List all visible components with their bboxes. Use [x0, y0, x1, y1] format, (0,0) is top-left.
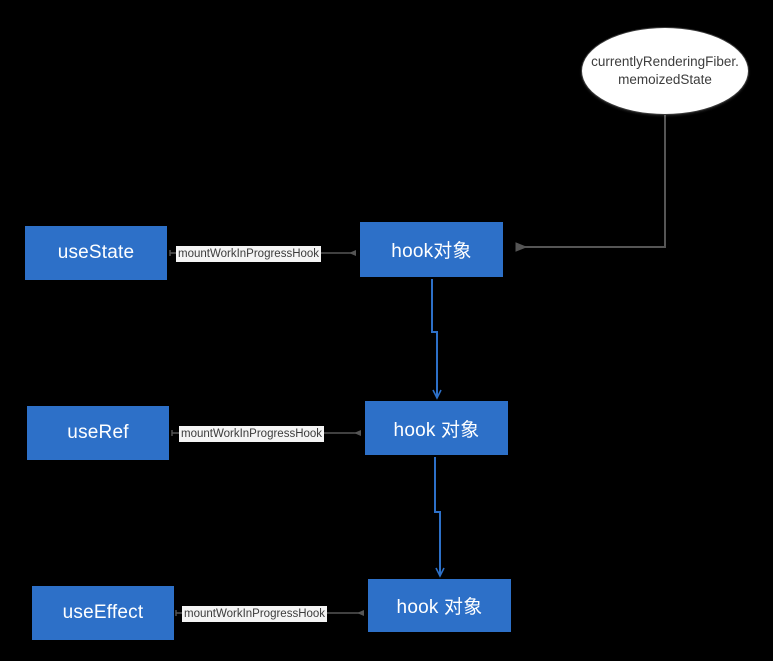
node-hook-object-1[interactable]: hook对象	[360, 222, 503, 277]
edge-hook-object-1-to-hook-object-2	[431, 279, 442, 400]
edge-hook-object-2-to-hook-object-3	[434, 457, 445, 578]
edge-label-mount-work-in-progress-hook-3: mountWorkInProgressHook	[182, 606, 328, 622]
node-use-ref[interactable]: useRef	[27, 406, 169, 460]
node-use-ref-label: useRef	[67, 422, 129, 443]
node-use-state-label: useState	[57, 242, 135, 263]
edge-label-mount-work-in-progress-hook-1: mountWorkInProgressHook	[176, 246, 322, 262]
node-hook-object-3-label: hook 对象	[396, 597, 483, 618]
node-hook-object-2-label: hook 对象	[393, 419, 480, 441]
node-hook-object-1-label: hook对象	[391, 241, 472, 262]
node-use-effect-label: useEffect	[62, 602, 144, 623]
node-ellipse-line-1: currentlyRenderingFiber.	[591, 53, 739, 69]
node-use-effect[interactable]: useEffect	[32, 586, 174, 640]
node-ellipse-text: currentlyRenderingFiber. memoizedState	[591, 53, 739, 89]
edge-label-mount-work-in-progress-hook-2: mountWorkInProgressHook	[179, 426, 325, 442]
node-use-state[interactable]: useState	[25, 226, 167, 280]
node-hook-object-3[interactable]: hook 对象	[368, 579, 511, 632]
node-currently-rendering-fiber-memoized-state[interactable]: currentlyRenderingFiber. memoizedState	[581, 27, 749, 115]
node-hook-object-2[interactable]: hook 对象	[365, 401, 508, 455]
node-ellipse-line-2: memoizedState	[618, 72, 712, 87]
edge-memoized-state-to-hook-object-1	[516, 110, 666, 247]
